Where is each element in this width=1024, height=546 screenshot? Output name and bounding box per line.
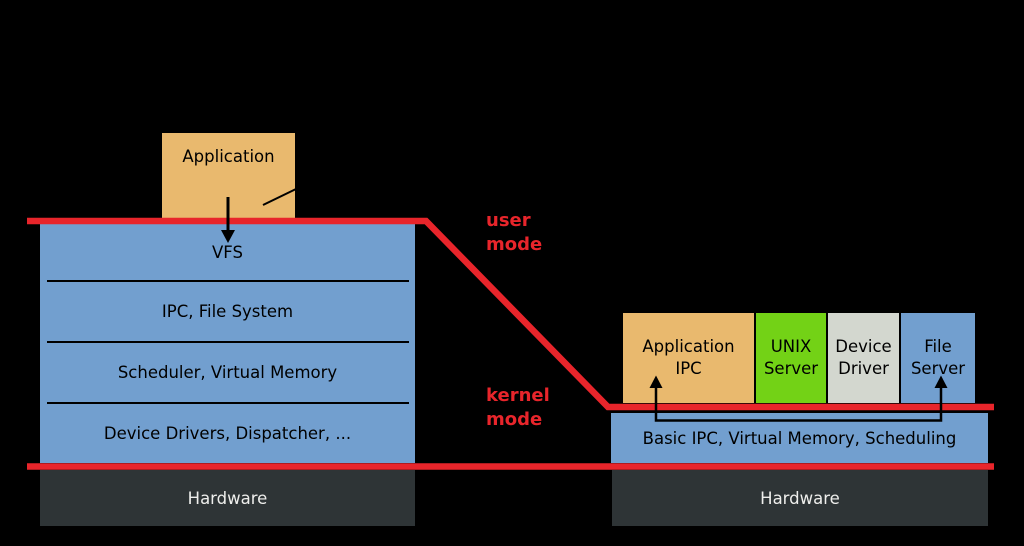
kernel-layer-ipc-filesystem: IPC, File System	[40, 281, 415, 342]
kernel-layer-divider	[47, 402, 409, 404]
server-box-file-server: File Server	[901, 313, 975, 403]
hardware-label-monolithic: Hardware	[187, 488, 268, 508]
server-box-device-driver: Device Driver	[828, 313, 899, 403]
monolithic-kernel-box: VFS IPC, File System Scheduler, Virtual …	[40, 224, 415, 463]
server-box-unix-server-label: UNIX Server	[763, 337, 819, 378]
kernel-layer-drivers-dispatcher: Device Drivers, Dispatcher, ...	[40, 403, 415, 463]
kernel-layer-vfs: VFS	[40, 224, 415, 281]
application-box-label: Application	[182, 147, 275, 166]
server-box-application-ipc: Application IPC	[623, 313, 754, 403]
kernel-layer-drivers-dispatcher-label: Device Drivers, Dispatcher, ...	[103, 423, 352, 443]
hardware-box-monolithic: Hardware	[40, 470, 415, 526]
server-box-file-server-label: File Server	[910, 337, 966, 378]
kernel-layer-scheduler-vm-label: Scheduler, Virtual Memory	[117, 363, 338, 382]
microkernel-box: Basic IPC, Virtual Memory, Scheduling	[611, 413, 988, 463]
hardware-label-microkernel: Hardware	[760, 488, 840, 508]
server-box-device-driver-label: Device Driver	[835, 337, 892, 378]
kernel-layer-scheduler-vm: Scheduler, Virtual Memory	[40, 342, 415, 403]
kernel-layer-divider	[47, 280, 409, 282]
microkernel-box-label: Basic IPC, Virtual Memory, Scheduling	[642, 428, 957, 448]
kernel-layer-divider	[47, 341, 409, 343]
server-box-unix-server: UNIX Server	[756, 313, 826, 403]
kernel-layer-ipc-filesystem-label: IPC, File System	[161, 302, 294, 321]
hardware-box-microkernel: Hardware	[612, 470, 988, 526]
kernel-mode-label: kernel mode	[486, 385, 550, 430]
server-box-application-ipc-label: Application IPC	[642, 337, 735, 378]
application-box: Application	[162, 133, 295, 218]
kernel-layer-vfs-label: VFS	[212, 243, 243, 262]
user-mode-label: user mode	[486, 210, 543, 255]
